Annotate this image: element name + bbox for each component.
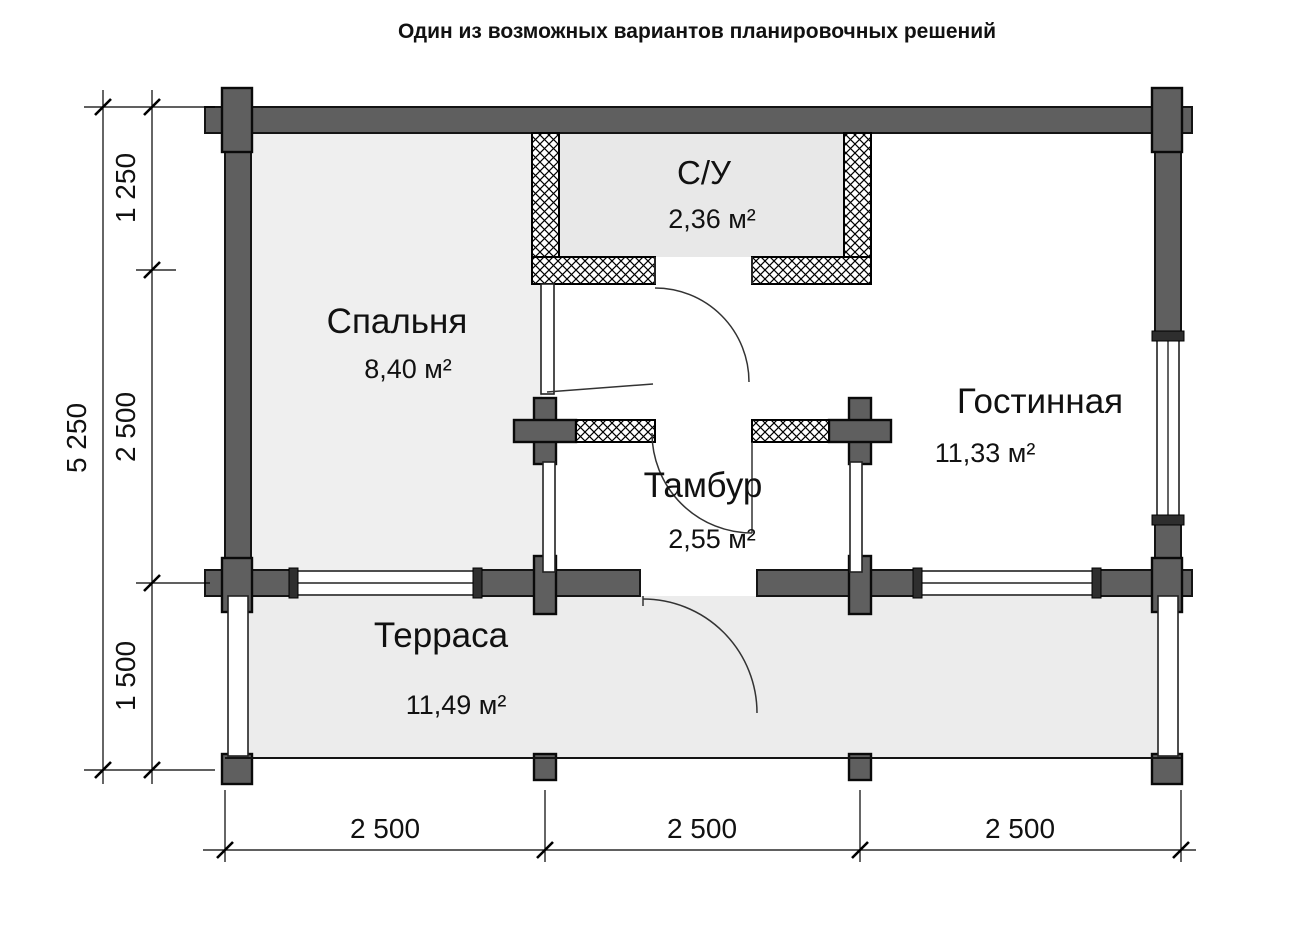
window-cap — [912, 567, 923, 599]
bedroom-area: 8,40 м² — [364, 354, 452, 384]
wall-middle-2 — [477, 569, 641, 597]
terrace-door-arc — [642, 598, 758, 714]
bathroom-wall-bottom-right — [751, 256, 872, 285]
living-room-area: 11,33 м² — [935, 438, 1036, 468]
vestibule-door-arc — [651, 432, 753, 534]
post-vestibule-left-h — [512, 418, 578, 444]
post-bottom-c1 — [532, 752, 558, 782]
post-vestibule-right-h — [827, 418, 893, 444]
dim-extension-lines-left — [84, 106, 215, 771]
dim-ticks-bottom — [216, 841, 1190, 859]
bedroom-floor — [251, 133, 542, 570]
vestibule-label: Тамбур — [644, 466, 763, 505]
partitions — [225, 283, 1181, 759]
terrace-label: Терраса — [374, 616, 509, 655]
bathroom-wall-bottom-left — [531, 256, 656, 285]
post-top-right — [1150, 86, 1184, 154]
dim-total-height: 5 250 — [61, 403, 92, 473]
window-cap — [1091, 567, 1102, 599]
bedroom-label: Спальня — [327, 302, 468, 341]
bathroom-label: С/У — [677, 154, 732, 191]
dim-bottom-1: 2 500 — [350, 813, 420, 844]
terrace-column-right — [1157, 595, 1179, 757]
dim-seg-2500: 2 500 — [110, 392, 141, 462]
bathroom-door-arc — [654, 287, 750, 383]
bathroom-area: 2,36 м² — [668, 204, 756, 234]
living-room-label: Гостинная — [957, 382, 1123, 421]
room-labels: С/У 2,36 м² Спальня 8,40 м² Гостинная 11… — [327, 154, 1123, 720]
vestibule-wall-left — [575, 419, 656, 443]
post-bottom-c2 — [847, 752, 873, 782]
window-cap — [472, 567, 483, 599]
wall-top — [204, 106, 1193, 134]
terrace-column-left — [227, 595, 249, 757]
window-cap — [1151, 330, 1185, 342]
bedroom-door-leaf — [546, 383, 654, 393]
vestibule-wall-right — [751, 419, 830, 443]
dim-bottom-2: 2 500 — [667, 813, 737, 844]
post-top-left — [220, 86, 254, 154]
wall-left — [224, 132, 252, 571]
bedroom-partition — [540, 283, 555, 395]
dim-seg-1500: 1 500 — [110, 641, 141, 711]
terrace-floor — [230, 596, 1175, 758]
wall-middle-3 — [756, 569, 919, 597]
window-cap — [288, 567, 299, 599]
vestibule-partition-left — [542, 461, 556, 573]
hatched-walls — [531, 132, 872, 443]
dim-extension-lines-bottom — [224, 790, 1182, 862]
dimension-left: 5 250 1 250 2 500 1 500 — [61, 90, 215, 784]
dim-seg-1250: 1 250 — [110, 153, 141, 223]
window-cap — [1151, 514, 1185, 526]
terrace-area: 11,49 м² — [406, 690, 507, 720]
dim-bottom-3: 2 500 — [985, 813, 1055, 844]
bathroom-floor — [559, 133, 844, 257]
doors — [546, 257, 758, 714]
wall-right-upper — [1154, 132, 1182, 339]
dimension-bottom: 2 500 2 500 2 500 — [203, 790, 1196, 862]
windows — [288, 330, 1185, 599]
room-fills — [230, 133, 1175, 758]
bathroom-door-jambs — [654, 257, 753, 284]
vestibule-partition-right — [849, 461, 863, 573]
vestibule-area: 2,55 м² — [668, 524, 756, 554]
plan-title: Один из возможных вариантов планировочны… — [398, 20, 996, 43]
